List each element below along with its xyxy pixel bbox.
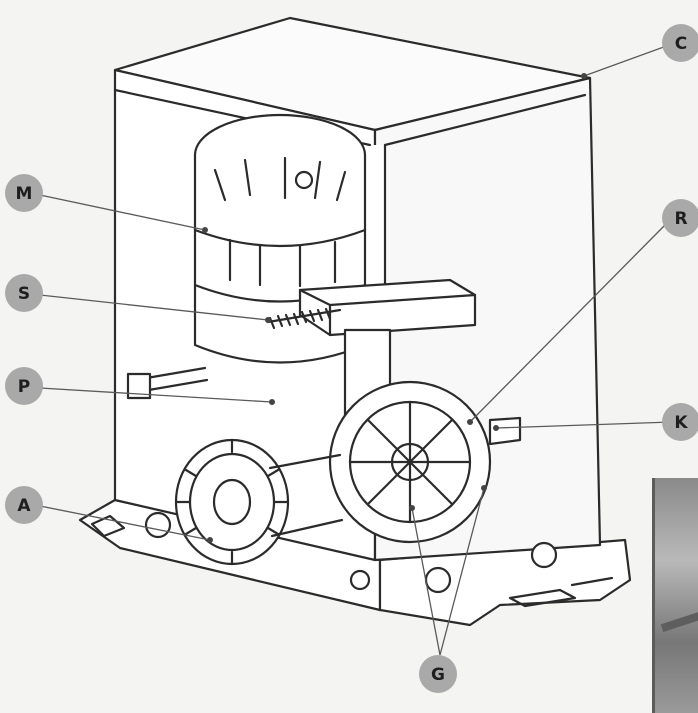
callout-r-label: R <box>674 209 687 229</box>
leader-dots <box>202 73 587 543</box>
spring-screw <box>266 307 342 330</box>
callout-p-label: P <box>18 377 30 397</box>
side-lug <box>488 416 522 446</box>
release-bolt <box>126 366 209 400</box>
callout-k-label: K <box>674 413 688 433</box>
callout-r: R <box>662 199 698 237</box>
callout-a-label: A <box>17 496 31 516</box>
callout-m: M <box>5 174 43 212</box>
callout-p: P <box>5 367 43 405</box>
callout-m-label: M <box>16 184 33 204</box>
callout-s-label: S <box>18 284 30 304</box>
callout-s: S <box>5 274 43 312</box>
leader-lines <box>39 43 673 656</box>
callout-c-label: C <box>675 34 687 54</box>
photo-fragment <box>652 478 698 713</box>
callout-g-label: G <box>431 665 445 685</box>
callout-a: A <box>5 486 43 524</box>
callout-c: C <box>662 24 698 62</box>
worm-gear-wheel <box>328 380 492 544</box>
pinion-gear <box>174 438 344 566</box>
callout-g: G <box>419 655 457 693</box>
callout-k: K <box>662 403 698 441</box>
